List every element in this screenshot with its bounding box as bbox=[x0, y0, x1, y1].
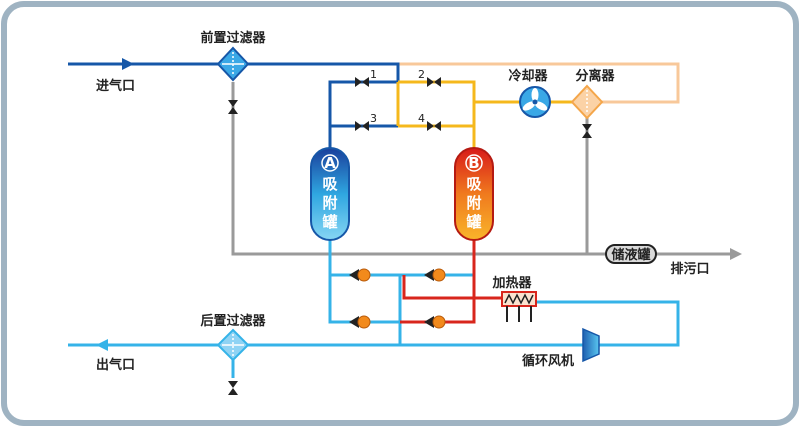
tank-a-letter: A bbox=[324, 154, 336, 172]
light-orange-return-line bbox=[398, 62, 680, 104]
separator-label: 分离器 bbox=[575, 68, 615, 84]
separator bbox=[570, 84, 604, 120]
inlet-arrow bbox=[122, 58, 134, 70]
check-valve-b-bottom[interactable] bbox=[424, 315, 446, 329]
valve-1[interactable] bbox=[355, 77, 369, 87]
heater bbox=[501, 291, 537, 322]
post-filter bbox=[216, 328, 250, 362]
circulating-fan bbox=[582, 327, 600, 363]
tank-b-line1: 吸 bbox=[466, 175, 482, 193]
pre-filter bbox=[216, 46, 250, 82]
valve-4[interactable] bbox=[427, 121, 441, 131]
valve-2[interactable] bbox=[427, 77, 441, 87]
valve-3-label: 3 bbox=[370, 112, 377, 125]
fan-blade-icon bbox=[522, 88, 548, 111]
inlet-label: 进气口 bbox=[96, 78, 135, 94]
check-valve-b-top[interactable] bbox=[424, 268, 446, 282]
pre-filter-valve[interactable] bbox=[228, 100, 238, 114]
drain-label: 排污口 bbox=[670, 261, 709, 277]
reservoir-label: 储液罐 bbox=[610, 247, 650, 263]
outlet-arrow bbox=[96, 339, 108, 351]
separator-valve[interactable] bbox=[582, 124, 592, 138]
adsorption-tank-b: B 吸 附 罐 bbox=[454, 147, 494, 241]
valve-3[interactable] bbox=[355, 121, 369, 131]
tank-b-line3: 罐 bbox=[465, 213, 481, 231]
check-valve-a-bottom[interactable] bbox=[349, 315, 371, 329]
tank-b-letter: B bbox=[468, 154, 479, 172]
outlet-label: 出气口 bbox=[96, 357, 135, 373]
reservoir: 储液罐 bbox=[605, 244, 657, 264]
pre-filter-label: 前置过滤器 bbox=[200, 30, 266, 46]
drain-arrow bbox=[730, 248, 742, 260]
cooler bbox=[519, 86, 551, 118]
tank-a-line2: 附 bbox=[322, 194, 337, 212]
gray-drain-lines bbox=[231, 82, 730, 256]
tank-a-line3: 罐 bbox=[321, 213, 337, 231]
tank-a-line1: 吸 bbox=[322, 175, 338, 193]
heater-coil-icon bbox=[504, 293, 534, 305]
heater-label: 加热器 bbox=[491, 275, 532, 291]
valve-1-label: 1 bbox=[370, 68, 377, 81]
post-filter-label: 后置过滤器 bbox=[200, 313, 266, 329]
fan-label: 循环风机 bbox=[522, 353, 574, 369]
check-valve-a-top[interactable] bbox=[349, 268, 371, 282]
valve-2-label: 2 bbox=[418, 68, 425, 81]
yellow-lines bbox=[396, 80, 572, 155]
adsorption-tank-a: A 吸 附 罐 bbox=[310, 147, 350, 241]
tank-b-line2: 附 bbox=[466, 194, 481, 212]
post-filter-valve[interactable] bbox=[228, 381, 238, 395]
cooler-label: 冷却器 bbox=[508, 68, 548, 84]
valve-4-label: 4 bbox=[418, 112, 425, 125]
